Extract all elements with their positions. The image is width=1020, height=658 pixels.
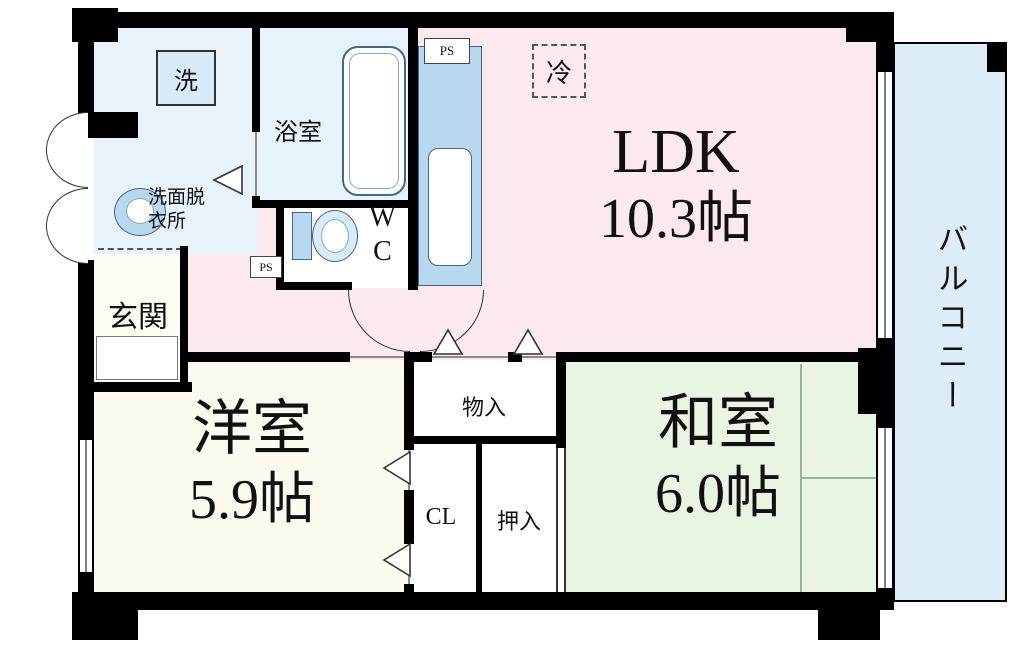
balcony-area xyxy=(893,42,1007,602)
toilet-icon xyxy=(312,210,358,262)
wall-segment xyxy=(404,352,414,450)
washing-machine-box: 洗 xyxy=(156,50,216,106)
wall-segment xyxy=(876,12,894,72)
room-ldk-size: 10.3帖 xyxy=(599,188,753,251)
room-japanese-size: 6.0帖 xyxy=(655,463,781,525)
room-storage-closet-fill xyxy=(408,360,558,592)
wall-segment xyxy=(408,352,432,362)
room-western-size: 5.9帖 xyxy=(189,469,315,531)
wall-segment xyxy=(408,20,418,290)
wall-segment xyxy=(78,260,94,440)
wall-segment xyxy=(876,588,894,610)
washbasin-icon xyxy=(114,188,166,236)
door-line xyxy=(350,356,408,358)
entrance-door-arc xyxy=(46,188,88,264)
room-storage-label: 物入 xyxy=(461,395,506,420)
wall-segment xyxy=(78,592,880,610)
room-western-name: 洋室 xyxy=(192,396,312,462)
toilet-tank-icon xyxy=(292,212,312,260)
bathtub-icon xyxy=(342,46,406,196)
entrance-door-arc xyxy=(46,112,88,188)
ps-box: PS xyxy=(250,256,282,278)
wall-segment xyxy=(404,490,414,544)
door-line xyxy=(522,356,558,358)
room-western-fill xyxy=(94,360,408,592)
room-washroom-label: 洗面脱衣所 xyxy=(148,187,206,232)
fusuma-sliding-door xyxy=(556,448,566,592)
room-bath-label: 浴室 xyxy=(274,120,322,146)
room-closet-label: CL xyxy=(425,504,457,530)
wall-segment xyxy=(78,12,893,28)
window xyxy=(78,440,94,572)
room-oshiire-label: 押入 xyxy=(496,509,541,534)
wall-segment xyxy=(252,200,412,208)
genkan-step xyxy=(96,336,178,380)
wall-segment xyxy=(276,200,284,288)
room-ldk-label-block: LDK 10.3帖 xyxy=(500,118,852,252)
room-genkan-label: 玄関 xyxy=(108,301,168,334)
wall-corner xyxy=(818,592,880,640)
door-line xyxy=(432,356,508,358)
ps-label: PS xyxy=(259,259,273,274)
wall-segment xyxy=(987,42,1007,72)
wall-segment xyxy=(404,584,414,592)
ps-label: PS xyxy=(439,43,455,58)
window-line xyxy=(884,428,886,588)
door-line xyxy=(255,132,257,196)
room-western-label-block: 洋室 5.9帖 xyxy=(96,392,408,534)
washbasin-bowl xyxy=(126,198,154,224)
wall-segment xyxy=(252,28,260,132)
door-line xyxy=(408,544,410,584)
boundary-dashed-line xyxy=(98,248,182,250)
window xyxy=(876,428,894,588)
toilet-bowl xyxy=(321,219,349,253)
wall-segment xyxy=(78,12,94,114)
room-japanese-name: 和室 xyxy=(658,390,778,456)
wall-segment xyxy=(408,436,560,444)
wall-segment xyxy=(508,352,522,362)
refrigerator-box: 冷 xyxy=(532,44,586,98)
window-line xyxy=(85,440,87,572)
ps-box: PS xyxy=(424,38,470,64)
refrigerator-label: 冷 xyxy=(545,58,572,88)
bathtub-inner-line xyxy=(349,53,399,189)
wall-segment xyxy=(180,246,188,392)
room-ldk-name: LDK xyxy=(612,118,740,186)
room-japanese-fill xyxy=(558,360,876,592)
wall-segment xyxy=(78,112,138,138)
washing-machine-label: 洗 xyxy=(174,68,198,95)
wall-segment xyxy=(556,352,566,448)
wall-segment xyxy=(94,382,192,392)
room-japanese-label-block: 和室 6.0帖 xyxy=(562,386,874,528)
window xyxy=(876,72,894,338)
wall-segment xyxy=(186,352,350,362)
tatami-line xyxy=(800,477,876,479)
wall-segment xyxy=(476,444,482,592)
wall-segment xyxy=(558,352,876,362)
room-balcony-label: バルコニー xyxy=(932,222,968,418)
kitchen-sink-icon xyxy=(428,148,472,266)
wall-segment xyxy=(276,282,352,290)
room-wc-label: WC xyxy=(367,202,398,270)
door-line xyxy=(408,450,410,490)
window-line xyxy=(884,72,886,338)
